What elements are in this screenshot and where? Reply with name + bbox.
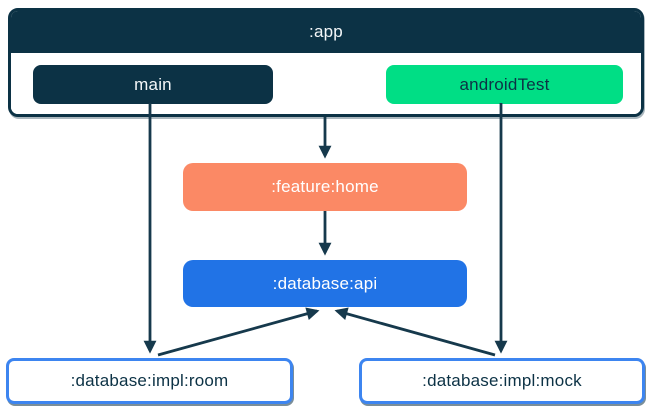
app-module-title: :app: [11, 11, 641, 53]
app-module-container: :app main androidTest: [8, 8, 644, 117]
database-api-node: :database:api: [183, 260, 467, 307]
sourceset-main-node: main: [33, 65, 273, 104]
edge-impl-room-to-database-api: [157, 307, 320, 357]
database-impl-room-node: :database:impl:room: [6, 358, 293, 404]
sourceset-androidtest-node: androidTest: [386, 65, 623, 104]
feature-home-node: :feature:home: [183, 163, 467, 211]
edge-impl-mock-to-database-api: [334, 307, 496, 357]
app-module-body: main androidTest: [11, 53, 641, 114]
database-impl-mock-node: :database:impl:mock: [359, 358, 645, 404]
